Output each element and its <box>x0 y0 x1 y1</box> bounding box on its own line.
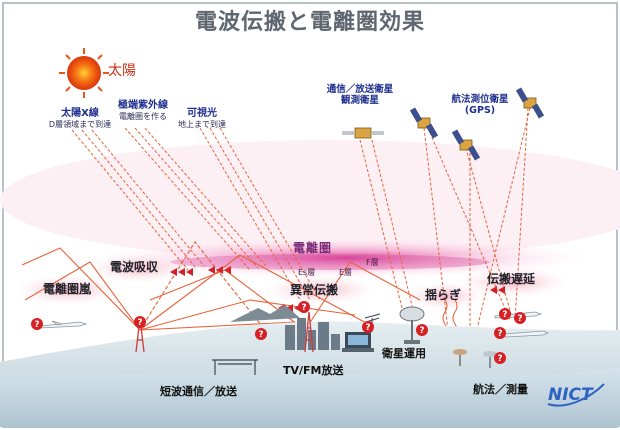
nav-satellite-label-line2: (GPS) <box>464 104 496 116</box>
ground-foreground <box>0 368 620 427</box>
satellite-link-lines <box>359 107 531 351</box>
ionosphere-label: 電離圏 <box>293 241 333 255</box>
nict-swoosh <box>547 383 605 407</box>
nav-satellite-label: 航法測位衛星 (GPS) <box>425 94 535 117</box>
ray-note-euv: 電離圏を作る <box>119 111 167 121</box>
effect-absorption: 電波吸収 <box>110 260 159 274</box>
effect-scintillation: 揺らぎ <box>425 288 462 302</box>
radio-ray-lines <box>21 241 421 331</box>
comm-satellite-icon <box>342 127 384 139</box>
ray-note-visible: 地上まで到達 <box>178 119 226 129</box>
nav-satellite-label-line1: 航法測位衛星 <box>451 94 509 105</box>
satellite-dish <box>399 306 425 344</box>
nict-logo: NICT <box>548 385 593 405</box>
gps-satellite-icon-3 <box>515 87 545 119</box>
sun-label: 太陽 <box>108 63 136 79</box>
svg-text:?: ? <box>419 326 424 336</box>
solar-ray-lines <box>71 127 321 301</box>
ground-label-tvfm: TV/FM放送 <box>283 364 344 377</box>
effect-propagation-delay: 伝搬遅延 <box>487 272 536 286</box>
comm-satellite-label: 通信／放送衛星 観測衛星 <box>300 84 420 107</box>
layer-es-label: Es層 <box>298 268 316 277</box>
absorption-glow <box>88 253 188 283</box>
shortwave-antenna <box>212 359 258 375</box>
ray-label-xray: 太陽X線 D層領域まで到達 <box>40 108 120 129</box>
ray-label-euv: 極端紫外線 電離圏を作る <box>103 100 183 121</box>
question-glyphs: ? ? ? ? ? ? ? ? ? ? <box>34 303 522 364</box>
svg-text:?: ? <box>502 310 507 320</box>
layer-f-label: F層 <box>366 258 379 267</box>
ray-name-visible: 可視光 <box>187 108 217 119</box>
ground-label-shortwave: 短波通信／放送 <box>160 385 237 398</box>
nav-receivers <box>453 349 497 368</box>
effect-anomalous-propagation: 異常伝搬 <box>290 283 339 297</box>
ground-label-satellite-ops: 衛星運用 <box>382 347 426 360</box>
effect-ionospheric-storm: 電離圏嵐 <box>43 282 92 296</box>
svg-text:?: ? <box>497 354 502 364</box>
gps-satellite-icon-1 <box>409 107 439 139</box>
svg-text:?: ? <box>258 330 263 340</box>
comm-satellite-label-line1: 通信／放送衛星 <box>326 84 394 95</box>
sky-haze <box>0 140 620 260</box>
svg-text:?: ? <box>517 314 522 324</box>
svg-text:?: ? <box>301 303 306 313</box>
mountain-shape <box>230 305 300 322</box>
ray-name-xray: 太陽X線 <box>61 108 99 119</box>
scintillation-glow <box>407 282 483 310</box>
sun-icon <box>59 48 109 98</box>
svg-text:?: ? <box>365 323 370 333</box>
svg-text:?: ? <box>137 318 142 328</box>
gps-satellite-icon-2 <box>451 129 481 161</box>
layer-e-label: E層 <box>339 268 353 277</box>
ray-label-visible: 可視光 地上まで到達 <box>162 108 242 129</box>
ground-station-monitor <box>342 332 374 352</box>
ray-name-euv: 極端紫外線 <box>118 100 168 111</box>
ray-note-xray: D層領域まで到達 <box>48 119 112 129</box>
question-markers <box>31 301 526 364</box>
ground-label-navigation: 航法／測量 <box>473 383 528 396</box>
ionosphere-core <box>170 254 490 270</box>
comm-satellite-label-line2: 観測衛星 <box>340 94 379 106</box>
svg-text:?: ? <box>34 320 39 330</box>
tv-tower <box>304 311 314 353</box>
svg-text:?: ? <box>497 329 502 339</box>
page-title: 電波伝搬と電離圏効果 <box>194 10 425 35</box>
